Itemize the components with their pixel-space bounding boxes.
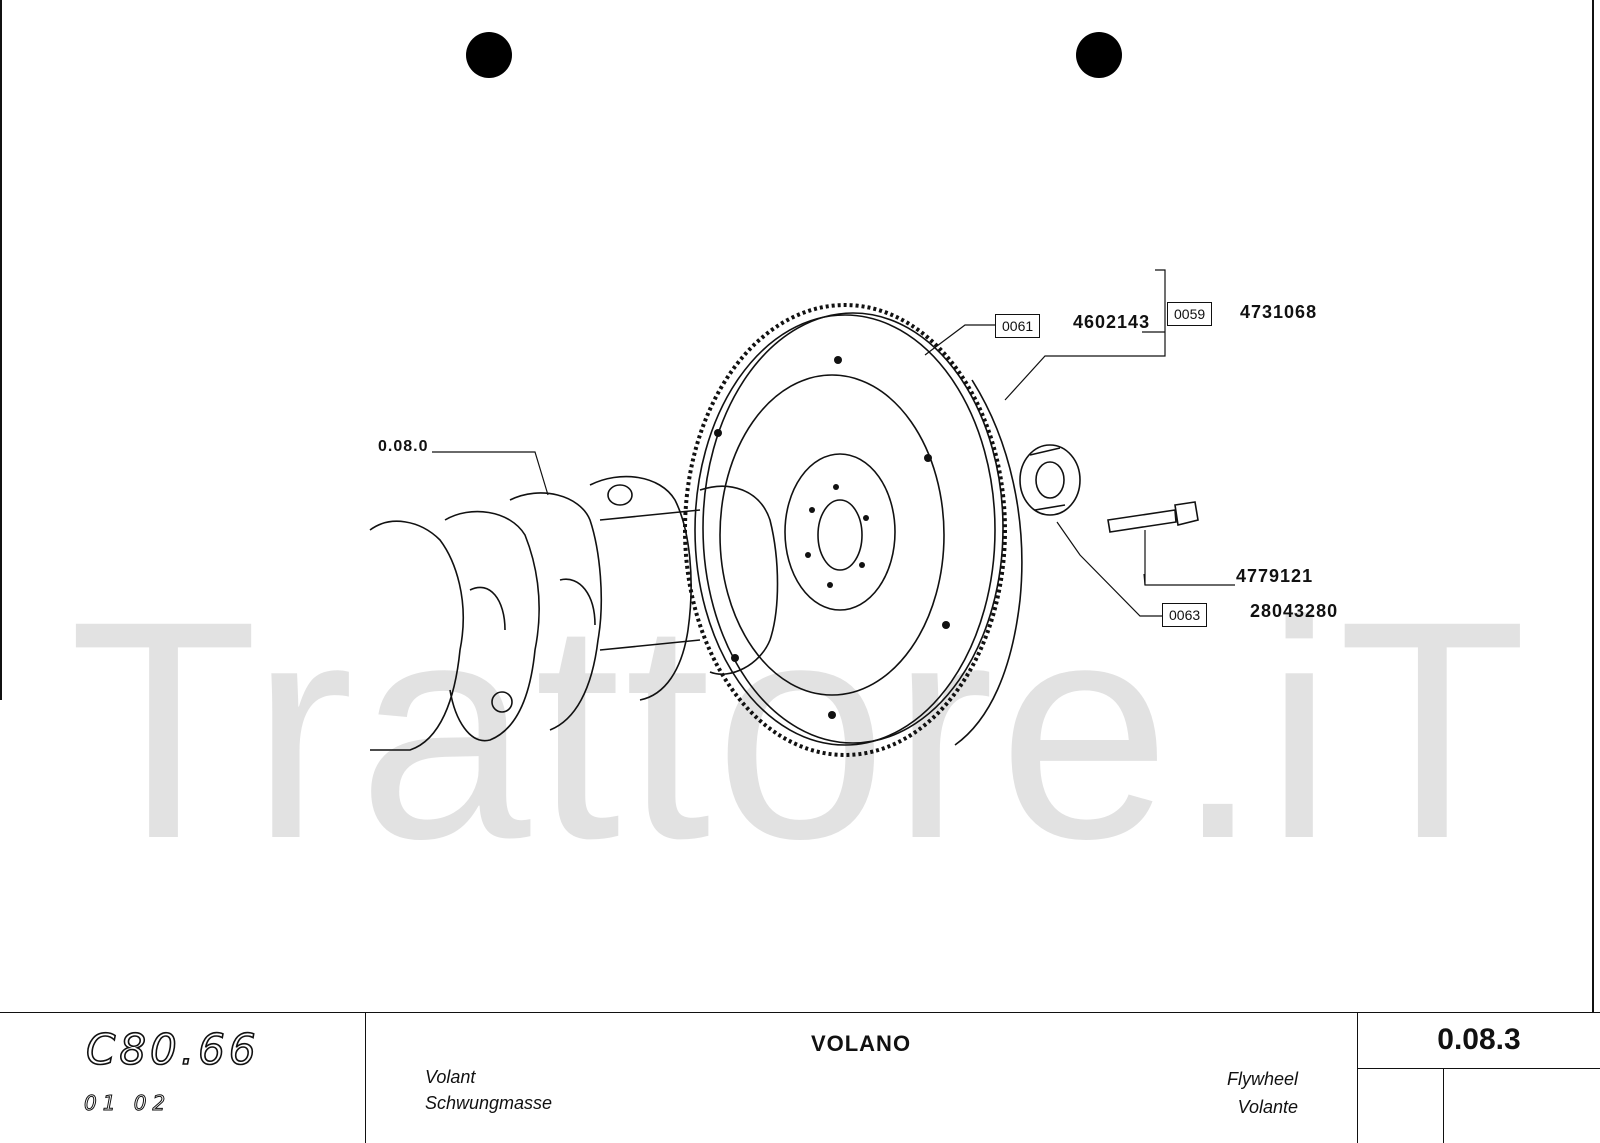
binder-hole-left: [466, 32, 512, 78]
bolt-illustration: [1107, 501, 1199, 533]
bearing-ref-box: 0063: [1162, 603, 1208, 627]
title-block: C80.66 01 02 VOLANO Volant Schwungmasse …: [0, 1012, 1600, 1143]
bolt-part-number: 4779121: [1236, 566, 1314, 586]
code-box-line: [1357, 1068, 1600, 1069]
page-edge-left: [0, 0, 2, 700]
title-english: Flywheel: [1226, 1069, 1298, 1089]
flywheel-ref-box: 0059: [1167, 302, 1213, 326]
title-block-divider-left: [365, 1013, 366, 1143]
title-block-divider-right: [1357, 1013, 1358, 1143]
title-french: Volant: [425, 1067, 476, 1087]
flywheel-drawing: [369, 269, 1235, 757]
bearing-illustration: [1019, 444, 1081, 516]
flywheel-part-number: 4731068: [1240, 302, 1318, 322]
title-italian: VOLANO: [810, 1031, 912, 1056]
page-edge-right: [1592, 0, 1594, 1012]
crankshaft-illustration: [369, 475, 779, 751]
code-box-divider: [1443, 1068, 1444, 1143]
ring-gear-part-number: 4602143: [1073, 312, 1151, 332]
model-logo: C80.66: [85, 1024, 260, 1075]
bearing-part-number: 28043280: [1250, 601, 1339, 621]
model-variant: 01 02: [83, 1091, 172, 1116]
title-german: Schwungmasse: [425, 1093, 553, 1113]
binder-hole-right: [1076, 32, 1122, 78]
section-code: 0.08.3: [1437, 1023, 1521, 1056]
ring-gear-ref-box: 0061: [995, 314, 1041, 338]
flywheel-illustration: [683, 303, 1023, 757]
assembly-reference: 0.08.0: [378, 438, 429, 455]
title-spanish: Volante: [1237, 1097, 1298, 1117]
